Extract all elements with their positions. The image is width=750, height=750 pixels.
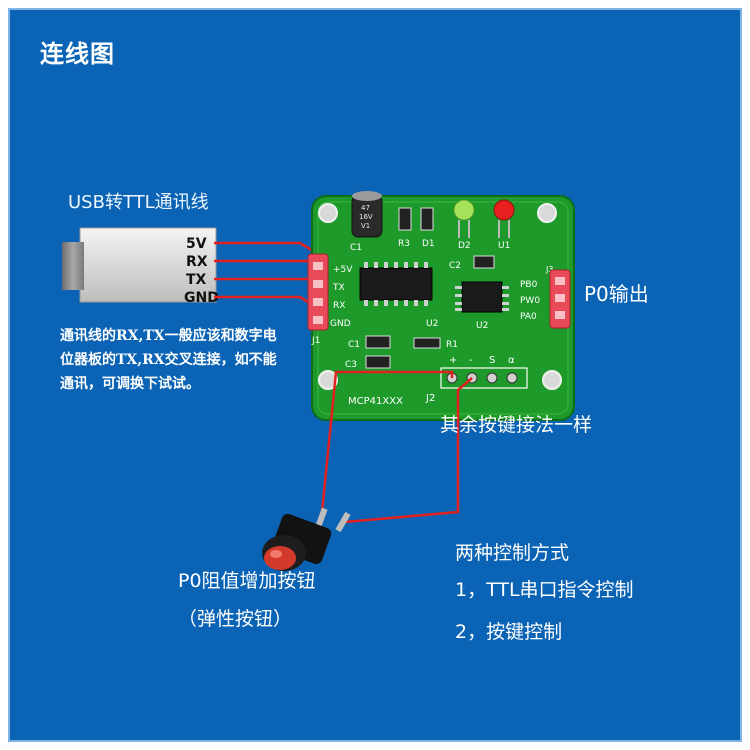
label-r1: R1 bbox=[446, 340, 458, 350]
j2-label-minus: - bbox=[469, 355, 473, 366]
diagram-title: 连线图 bbox=[40, 40, 115, 68]
wire-button-b bbox=[344, 377, 473, 524]
board-name: MCP41XXX bbox=[348, 396, 403, 407]
label-r3: D1 bbox=[422, 239, 435, 249]
led-red bbox=[493, 199, 515, 221]
j2-label-plus: + bbox=[449, 355, 457, 366]
control-methods-title: 两种控制方式 bbox=[455, 542, 570, 564]
j2-label-alpha: α bbox=[508, 355, 515, 366]
button-label: P0阻值增加按钮 bbox=[178, 570, 316, 592]
usb-pin-rx: RX bbox=[186, 254, 208, 270]
wire-tx bbox=[214, 261, 324, 281]
j2-label: J2 bbox=[425, 393, 435, 404]
button-wires bbox=[320, 370, 473, 524]
label-c1: C1 bbox=[350, 243, 362, 253]
usb-pin-5v: 5V bbox=[186, 236, 207, 252]
j1-label-rx: RX bbox=[333, 301, 345, 311]
j1-pin-header bbox=[307, 253, 329, 331]
wire-gnd bbox=[214, 295, 319, 310]
label-r2: R3 bbox=[398, 239, 410, 249]
label-c3: C3 bbox=[345, 360, 357, 370]
label-d2: U1 bbox=[498, 241, 510, 251]
wiring-note: 通讯线的RX,TX一般应该和数字电位器板的TX,RX交叉连接，如不能通讯，可调换… bbox=[60, 328, 277, 392]
wire-button-a bbox=[320, 370, 454, 513]
j3-label-pw0: PW0 bbox=[520, 296, 540, 306]
serial-wires bbox=[214, 241, 324, 310]
j2-label-s: S bbox=[489, 355, 495, 366]
usb-cable-label: USB转TTL通讯线 bbox=[68, 192, 209, 213]
capacitor-text-1: 47 bbox=[361, 204, 370, 212]
potentiometer-board: 47 16V V1 C1 R3 D1 D2 U1 C2 U2 bbox=[311, 191, 575, 421]
led-green bbox=[453, 199, 475, 221]
usb-ttl-plug: 5V RX TX GND bbox=[62, 227, 219, 306]
label-d1: D2 bbox=[458, 241, 471, 251]
label-u1: U2 bbox=[426, 319, 438, 329]
j3-label-pa0: PA0 bbox=[520, 312, 537, 322]
button-type-label: （弹性按钮） bbox=[178, 608, 293, 630]
usb-pin-gnd: GND bbox=[184, 290, 219, 306]
push-button bbox=[262, 507, 351, 571]
wire-rx bbox=[214, 259, 324, 279]
label-u2-visible: U2 bbox=[476, 321, 488, 331]
label-c1b: C1 bbox=[348, 340, 360, 350]
label-c2: C2 bbox=[449, 261, 461, 271]
j3-pin-header bbox=[549, 269, 571, 329]
control-method-key: 2，按键控制 bbox=[455, 621, 563, 643]
j1-label-5v: +5V bbox=[333, 265, 353, 275]
j3-label: J3 bbox=[545, 265, 553, 274]
j1-label-tx: TX bbox=[332, 283, 345, 293]
other-keys-label: 其余按键接法一样 bbox=[440, 414, 593, 436]
p0-output-label: P0输出 bbox=[584, 282, 649, 306]
usb-pin-tx: TX bbox=[186, 272, 207, 288]
control-method-ttl: 1，TTL串口指令控制 bbox=[455, 579, 634, 601]
j1-label: J1 bbox=[311, 336, 320, 346]
capacitor-text-2: 16V bbox=[359, 213, 373, 221]
wire-5v bbox=[214, 241, 319, 256]
j1-label-gnd: GND bbox=[330, 319, 351, 329]
j3-label-pb0: PB0 bbox=[520, 280, 538, 290]
capacitor-text-3: V1 bbox=[361, 222, 370, 230]
